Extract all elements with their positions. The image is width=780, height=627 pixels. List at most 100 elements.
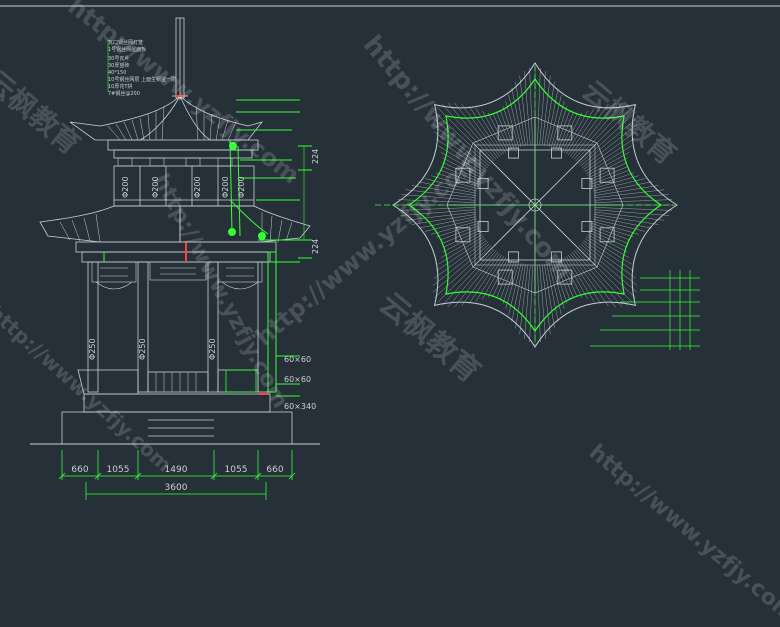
rafter-line [584, 138, 634, 172]
rafter-line [592, 221, 639, 235]
post-label-3: Φ250 [208, 338, 217, 360]
dimension-values: 660 1055 1490 1055 660 3600 [71, 465, 283, 493]
plan-dimension-lines [590, 270, 700, 350]
rafter-line [418, 181, 477, 194]
rafter-line [400, 194, 476, 201]
post-label-2: Φ250 [138, 338, 147, 360]
note-6: 10号钢丝网层 上面生铜屋一层 [108, 76, 176, 83]
rafter-line [502, 262, 517, 304]
rafter-line [436, 223, 478, 238]
rafter-line [508, 263, 522, 316]
pavilion-roof-plan [375, 62, 678, 348]
rafter-line [442, 227, 480, 244]
rafter-line [581, 124, 638, 169]
rafter-line [519, 264, 529, 335]
rafter-line [541, 264, 551, 335]
rafter-line [431, 175, 478, 189]
rafter-line [593, 181, 652, 194]
rafter-line [537, 67, 541, 146]
bracket-block [581, 221, 593, 232]
rafter-line [570, 253, 609, 307]
column-label-1: Φ200 [121, 176, 130, 198]
rafter-line [405, 211, 476, 221]
note-5: 40*150 [108, 70, 126, 76]
bracket-block [508, 147, 519, 159]
column-label-3: Φ200 [193, 176, 202, 198]
rafter-line [559, 259, 578, 297]
rafter-line [564, 257, 588, 300]
rafter-line [434, 245, 492, 299]
member-labels: Φ200 Φ200 Φ200 Φ200 Φ200 Φ250 Φ250 Φ250 … [88, 149, 320, 411]
rafter-line [593, 218, 646, 232]
rafter-line [432, 241, 489, 286]
rafter-line [496, 112, 513, 150]
rafter-line [548, 263, 562, 316]
rafter-line [548, 94, 562, 147]
rafter-line [592, 175, 639, 189]
rafter-line [594, 199, 673, 203]
bracket-block [599, 167, 615, 183]
rafter-line [581, 241, 638, 286]
rafter-line [411, 214, 476, 225]
rafter-line [553, 106, 568, 148]
rafter-line [557, 112, 574, 150]
section-label-3: 60×340 [284, 402, 316, 411]
rafter-line [505, 262, 519, 309]
rafter-line [424, 218, 477, 232]
rafter-line [502, 106, 517, 148]
rafter-line [475, 256, 504, 302]
rafter-line [438, 236, 484, 265]
rafter-line [592, 172, 634, 187]
rafter-line [591, 169, 630, 185]
rafter-line [433, 131, 487, 170]
rafter-line [551, 262, 565, 309]
note-2: 1号钢丝网屋面板 [108, 46, 146, 53]
rafter-line [482, 257, 506, 300]
rafter-line [434, 111, 492, 165]
bracket-block [455, 167, 471, 183]
bracket-block [497, 125, 513, 141]
rafter-line [505, 101, 519, 148]
rafter-line [440, 225, 479, 241]
rafter-line [594, 209, 670, 216]
rafter-line [589, 162, 627, 181]
rafter-line [424, 178, 477, 192]
rafter-line [586, 145, 632, 174]
rafter-line [593, 216, 652, 229]
dimension-2: 1055 [107, 465, 130, 475]
rafter-line [571, 102, 616, 159]
rafter-line [515, 81, 526, 146]
rafter-line [593, 178, 646, 192]
bracket-block [551, 251, 562, 263]
note-1: 瓦口钢丝网灯笼 [108, 39, 143, 46]
rafter-line [468, 106, 502, 156]
rafter-line [594, 194, 670, 201]
rafter-line [529, 264, 533, 343]
rafter-line [418, 216, 477, 229]
pavilion-drawing: 瓦口钢丝网灯笼 1号钢丝网屋面板 30号瓦片 30厚望砖 40*150 10号钢… [0, 5, 780, 500]
rafter-line [436, 238, 486, 272]
bracket-block [557, 125, 573, 141]
rafter-line [468, 254, 502, 304]
rafter-line [438, 145, 484, 174]
rafter-line [575, 104, 629, 162]
note-3: 30号瓦片 [108, 55, 129, 62]
rafter-line [442, 166, 480, 183]
rafter-line [586, 236, 632, 265]
rafter-line [499, 261, 515, 300]
note-8: 7#钢丝@200 [108, 90, 140, 97]
rafter-line [594, 214, 659, 225]
bracket-block [557, 269, 573, 285]
column-label-5: Φ200 [237, 176, 246, 198]
elevation-node-dots [228, 142, 266, 240]
rafter-line [508, 94, 522, 147]
rafter-line [566, 256, 595, 302]
rafter-line [524, 264, 531, 340]
construction-notes: 瓦口钢丝网灯笼 1号钢丝网屋面板 30号瓦片 30厚望砖 40*150 10号钢… [108, 39, 176, 97]
rafter-line [555, 110, 571, 149]
rafter-line [440, 152, 483, 176]
rafter-line [454, 251, 499, 308]
bracket-block [477, 221, 489, 232]
rafter-line [570, 103, 609, 157]
rafter-line [553, 262, 568, 304]
